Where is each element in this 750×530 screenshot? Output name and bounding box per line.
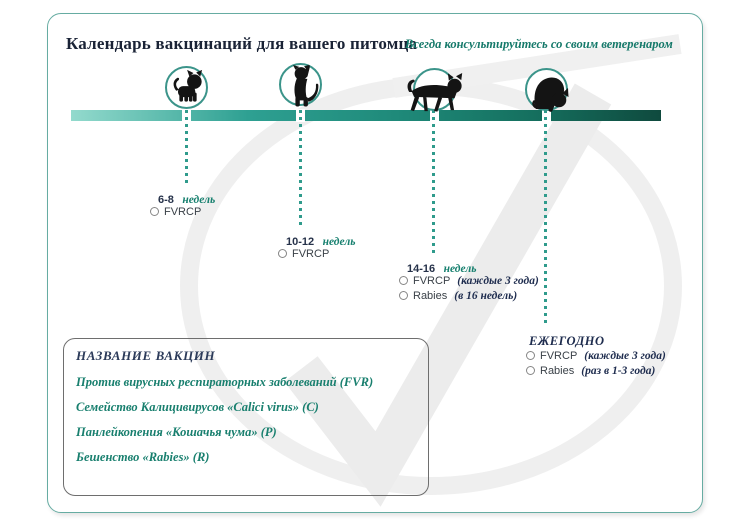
rabies-14-16-checkbox[interactable] bbox=[399, 291, 408, 300]
vaccine-name: Rabies bbox=[540, 364, 575, 377]
milestone-3-age: 14-16 bbox=[407, 263, 436, 275]
poster-card: Календарь вакцинаций для вашего питомца … bbox=[47, 13, 703, 513]
timeline-node-1 bbox=[165, 66, 208, 109]
fvrcp-annual-checkbox[interactable] bbox=[526, 351, 535, 360]
vaccine-note: (в 16 недель) bbox=[454, 289, 518, 302]
milestone-2-age: 10-12 bbox=[286, 236, 315, 248]
legend-item-panleukopenia: Панлейкопения «Кошачья чума» (P) bbox=[76, 425, 277, 439]
vaccine-name: Rabies bbox=[413, 289, 448, 302]
timeline-node-3 bbox=[407, 68, 463, 112]
timeline-connector-4 bbox=[544, 110, 547, 326]
walking-cat-icon bbox=[407, 72, 463, 112]
milestone-4-age: ЕЖЕГОДНО bbox=[529, 334, 605, 348]
vaccine-name: FVRCP bbox=[540, 349, 578, 362]
milestone-2-age-unit: недель bbox=[322, 236, 356, 248]
vaccine-name: FVRCP bbox=[164, 205, 202, 218]
timeline-connector-2 bbox=[299, 110, 302, 229]
legend-item-fvr: Против вирусных респираторных заболевани… bbox=[76, 375, 374, 389]
fvrcp-14-16-checkbox[interactable] bbox=[399, 276, 408, 285]
kitten-icon bbox=[173, 69, 203, 102]
legend-item-rabies: Бешенство «Rabies» (R) bbox=[76, 450, 210, 464]
legend-heading: НАЗВАНИЕ ВАКЦИН bbox=[76, 348, 216, 363]
vaccine-legend-box: НАЗВАНИЕ ВАКЦИН Против вирусных респират… bbox=[63, 338, 429, 496]
milestone-3-age-unit: недель bbox=[443, 263, 477, 275]
milestone-2-label: 10-12 недель FVRCP bbox=[278, 232, 355, 260]
timeline-node-4 bbox=[525, 68, 569, 112]
vaccine-note: (каждые 3 года) bbox=[584, 349, 666, 362]
milestone-1-label: 6-8 недель FVRCP bbox=[150, 190, 215, 218]
rabies-annual-checkbox[interactable] bbox=[526, 366, 535, 375]
timeline-connector-1 bbox=[185, 110, 188, 186]
vaccine-note: (каждые 3 года) bbox=[457, 274, 539, 287]
legend-item-calici: Семейство Калицивирусов «Calici virus» (… bbox=[76, 400, 319, 414]
timeline-node-2 bbox=[279, 63, 322, 107]
vaccine-name: FVRCP bbox=[292, 247, 330, 260]
page-title: Календарь вакцинаций для вашего питомца bbox=[66, 34, 418, 53]
milestone-1-age: 6-8 bbox=[158, 194, 174, 206]
stretching-cat-icon bbox=[293, 65, 319, 107]
fvrcp-6-8-checkbox[interactable] bbox=[150, 207, 159, 216]
milestone-4-label: ЕЖЕГОДНО FVRCP (каждые 3 года) Rabies (р… bbox=[526, 332, 666, 377]
vet-disclaimer-text: Всегда консультируйтесь со своим ветерен… bbox=[405, 37, 673, 51]
milestone-3-label: 14-16 недель FVRCP (каждые 3 года) Rabie… bbox=[399, 259, 539, 302]
fvrcp-10-12-checkbox[interactable] bbox=[278, 249, 287, 258]
vaccine-name: FVRCP bbox=[413, 274, 451, 287]
timeline-connector-3 bbox=[432, 110, 435, 256]
grooming-cat-icon bbox=[532, 77, 569, 112]
vaccine-note: (раз в 1-3 года) bbox=[581, 364, 656, 377]
timeline-bar bbox=[71, 110, 661, 121]
milestone-1-age-unit: недель bbox=[182, 194, 216, 206]
